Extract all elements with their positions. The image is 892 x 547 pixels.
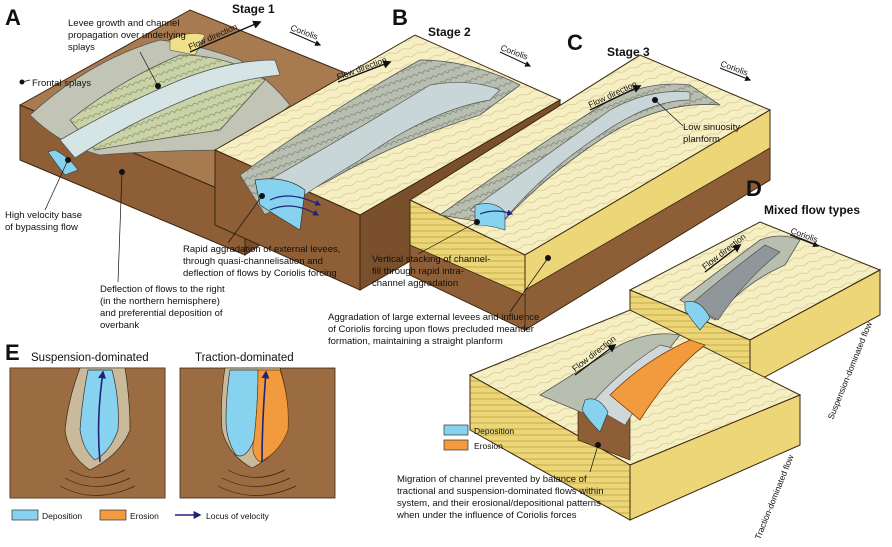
note-rapid-3: deflection of flows by Coriolis forcing (183, 268, 337, 279)
note-aggr-2: of Coriolis forcing upon flows precluded… (328, 324, 534, 335)
panel-c-stage: Stage 3 (607, 45, 650, 59)
panel-b-letter: B (392, 5, 408, 30)
panel-a-stage: Stage 1 (232, 2, 275, 16)
note-defl-2: (in the northern hemisphere) (100, 296, 220, 307)
legend-e-erosion: Erosion (130, 511, 159, 521)
note-defl-1: Deflection of flows to the right (100, 284, 225, 295)
note-vert-1: Vertical stacking of channel- (372, 254, 490, 265)
panel-e-legend: Deposition Erosion Locus of velocity (11, 509, 270, 521)
panel-a-notes: Levee growth and channel propagation ove… (5, 18, 225, 331)
legend-d-erosion-swatch (443, 439, 469, 451)
panel-d-lower-block (468, 309, 802, 521)
panel-d-upper-block (628, 221, 882, 386)
note-high-2: of bypassing flow (5, 222, 78, 233)
panel-c-coriolis-label: Coriolis (719, 58, 749, 77)
legend-d-deposition-swatch (443, 424, 469, 436)
panel-b-flow-arrow (337, 60, 392, 83)
note-high-1: High velocity base (5, 210, 82, 221)
panel-e-suspension-title: Suspension-dominated (31, 352, 149, 364)
panel-b-notes: Rapid aggradation of external levees, th… (183, 193, 340, 279)
panel-a-letter: A (5, 5, 21, 30)
note-aggr-3: formation, maintaining a straight planfo… (328, 336, 503, 347)
panel-d-legend: Deposition Erosion (443, 424, 514, 451)
legend-e-velocity: Locus of velocity (206, 511, 270, 521)
legend-d-erosion: Erosion (474, 441, 503, 451)
note-levee: Levee growth and channel (68, 18, 179, 29)
panel-b-coriolis-arrow (499, 51, 532, 67)
note-rapid-2: through quasi-channelisation and (183, 256, 323, 267)
legend-e-deposition: Deposition (42, 511, 82, 521)
note-vert-3: channel aggradation (372, 278, 458, 289)
legend-d-deposition: Deposition (474, 426, 514, 436)
panel-d-traction-side: Traction-dominated flow (753, 452, 796, 540)
suspension-velocity-arrow (97, 370, 107, 463)
panel-a-coriolis-arrow (289, 31, 322, 46)
note-defl-4: overbank (100, 320, 139, 331)
note-rapid-1: Rapid aggradation of external levees, (183, 244, 340, 255)
note-mig-4: when under the influence of Coriolis for… (396, 510, 577, 521)
panel-c-block (408, 54, 772, 331)
panel-a-flow-arrow (189, 20, 262, 53)
panel-d-lower-flow-arrow (574, 343, 617, 376)
panel-d-letter: D (746, 176, 762, 201)
panel-c-letter: C (567, 30, 583, 55)
panel-e-traction-title: Traction-dominated (195, 352, 294, 364)
panel-b-stage: Stage 2 (428, 25, 471, 39)
note-defl-3: and preferential deposition of (100, 308, 223, 319)
panel-d-upper-flow-arrow (704, 243, 742, 273)
panel-d-coriolis-arrow (789, 234, 820, 248)
panel-d-title: Mixed flow types (764, 203, 860, 217)
legend-e-erosion-swatch (99, 509, 127, 521)
panel-c-flow-arrow (589, 85, 642, 111)
note-low-2: planform (683, 134, 720, 145)
legend-e-deposition-swatch (11, 509, 39, 521)
note-low-1: Low sinuosity (683, 122, 740, 133)
note-vert-2: fill through rapid intra- (372, 266, 464, 277)
note-frontal: Frontal splays (32, 78, 91, 89)
note-aggr-1: Aggradation of large external levees and… (328, 312, 539, 323)
note-levee-3: splays (68, 42, 95, 53)
panel-d-notes: Migration of channel prevented by balanc… (396, 442, 603, 521)
note-mig-2: tractional and suspension-dominated flow… (397, 486, 603, 497)
note-mig-3: system, and their erosional/depositional… (397, 498, 601, 509)
note-mig-1: Migration of channel prevented by balanc… (397, 474, 587, 485)
panel-c-coriolis-arrow (719, 67, 752, 82)
panel-e-suspension-section (9, 367, 166, 499)
traction-velocity-arrow (261, 370, 270, 463)
panel-e-letter: E (5, 340, 20, 365)
panel-e-traction-section (179, 367, 336, 499)
note-levee-2: propagation over underlying (68, 30, 186, 41)
panel-c-notes: Low sinuosity planform Vertical stacking… (328, 97, 740, 347)
